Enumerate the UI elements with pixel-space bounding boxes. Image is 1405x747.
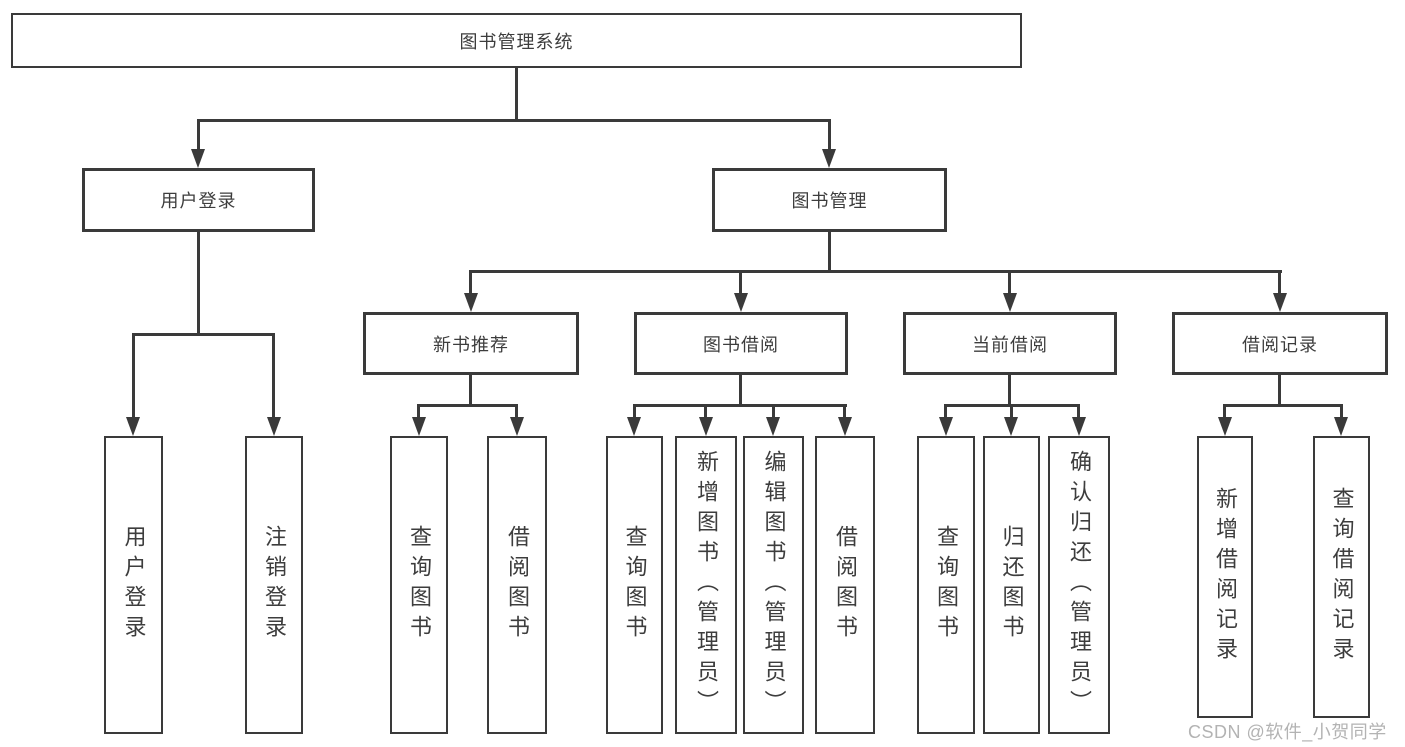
- connector-line: [197, 119, 200, 152]
- leaf-query-books-borrow: 查询图书: [606, 436, 663, 734]
- arrow-down-icon: [464, 293, 478, 312]
- connector-line: [633, 404, 847, 407]
- leaf-label: 用户登录: [121, 525, 147, 645]
- node-new-book-recommend: 新书推荐: [363, 312, 579, 375]
- leaf-add-borrow-record: 新增借阅记录: [1197, 436, 1253, 718]
- connector-line: [828, 119, 831, 152]
- node-library-management-system: 图书管理系统: [11, 13, 1022, 68]
- leaf-logout: 注销登录: [245, 436, 303, 734]
- node-label: 图书管理: [791, 191, 868, 211]
- arrow-down-icon: [1334, 417, 1348, 436]
- connector-line: [1340, 404, 1343, 419]
- connector-line: [132, 333, 275, 336]
- leaf-query-books-recommend: 查询图书: [390, 436, 448, 734]
- arrow-down-icon: [766, 417, 780, 436]
- leaf-edit-book-admin: 编辑图书（管理员）: [743, 436, 804, 734]
- connector-line: [704, 404, 707, 419]
- leaf-label: 确认归还（管理员）: [1067, 450, 1092, 720]
- arrow-down-icon: [267, 417, 281, 436]
- connector-line: [197, 119, 830, 122]
- connector-line: [772, 404, 775, 419]
- leaf-label: 注销登录: [262, 525, 287, 645]
- connector-line: [515, 404, 518, 419]
- connector-line: [469, 270, 472, 295]
- arrow-down-icon: [191, 149, 205, 168]
- node-label: 用户登录: [160, 191, 237, 211]
- connector-line: [417, 404, 420, 419]
- arrow-down-icon: [1218, 417, 1232, 436]
- arrow-down-icon: [939, 417, 953, 436]
- leaf-label: 查询图书: [934, 525, 959, 645]
- connector-line: [828, 232, 831, 272]
- leaf-query-borrow-record: 查询借阅记录: [1313, 436, 1370, 718]
- node-label: 当前借阅: [972, 334, 1048, 355]
- connector-line: [515, 68, 518, 120]
- arrow-down-icon: [126, 417, 140, 436]
- leaf-label: 借阅图书: [833, 525, 858, 645]
- arrow-down-icon: [1273, 293, 1287, 312]
- connector-line: [417, 404, 518, 407]
- leaf-return-book: 归还图书: [983, 436, 1040, 734]
- connector-line: [1223, 404, 1342, 407]
- arrow-down-icon: [510, 417, 524, 436]
- leaf-borrow-books-recommend: 借阅图书: [487, 436, 547, 734]
- connector-line: [1008, 270, 1011, 295]
- node-borrow-records: 借阅记录: [1172, 312, 1388, 375]
- leaf-user-login: 用户登录: [104, 436, 163, 734]
- connector-line: [1278, 270, 1281, 295]
- arrow-down-icon: [627, 417, 641, 436]
- arrow-down-icon: [822, 149, 836, 168]
- leaf-label: 新增借阅记录: [1213, 487, 1238, 667]
- leaf-label: 新增图书（管理员）: [694, 450, 719, 720]
- leaf-confirm-return-admin: 确认归还（管理员）: [1048, 436, 1110, 734]
- node-book-borrow: 图书借阅: [634, 312, 848, 375]
- connector-line: [1278, 375, 1281, 406]
- connector-line: [1010, 404, 1013, 419]
- leaf-query-books-current: 查询图书: [917, 436, 975, 734]
- connector-line: [739, 375, 742, 406]
- node-label: 图书借阅: [703, 334, 779, 355]
- leaf-borrow-books: 借阅图书: [815, 436, 875, 734]
- node-label: 新书推荐: [433, 334, 509, 355]
- connector-line: [469, 375, 472, 406]
- connector-line: [633, 404, 636, 419]
- arrow-down-icon: [838, 417, 852, 436]
- arrow-down-icon: [734, 293, 748, 312]
- leaf-label: 查询图书: [407, 525, 432, 645]
- connector-line: [1223, 404, 1226, 419]
- connector-line: [132, 333, 135, 419]
- node-label: 图书管理系统: [459, 31, 574, 52]
- leaf-label: 借阅图书: [505, 525, 530, 645]
- node-label: 借阅记录: [1242, 334, 1318, 355]
- leaf-label: 归还图书: [999, 525, 1025, 645]
- connector-line: [272, 333, 275, 419]
- node-user-login: 用户登录: [82, 168, 315, 232]
- leaf-add-book-admin: 新增图书（管理员）: [675, 436, 737, 734]
- arrow-down-icon: [412, 417, 426, 436]
- arrow-down-icon: [1003, 293, 1017, 312]
- connector-line: [739, 270, 742, 295]
- connector-line: [944, 404, 947, 419]
- leaf-label: 查询借阅记录: [1329, 487, 1355, 667]
- connector-line: [1077, 404, 1080, 419]
- connector-line: [197, 232, 200, 335]
- connector-line: [469, 270, 1282, 273]
- arrow-down-icon: [1004, 417, 1018, 436]
- leaf-label: 查询图书: [622, 525, 648, 645]
- watermark: CSDN @软件_小贺同学: [1188, 722, 1387, 742]
- node-book-management: 图书管理: [712, 168, 947, 232]
- arrow-down-icon: [699, 417, 713, 436]
- leaf-label: 编辑图书（管理员）: [761, 450, 787, 720]
- node-current-borrow: 当前借阅: [903, 312, 1117, 375]
- arrow-down-icon: [1072, 417, 1086, 436]
- connector-line: [843, 404, 846, 419]
- connector-line: [1008, 375, 1011, 406]
